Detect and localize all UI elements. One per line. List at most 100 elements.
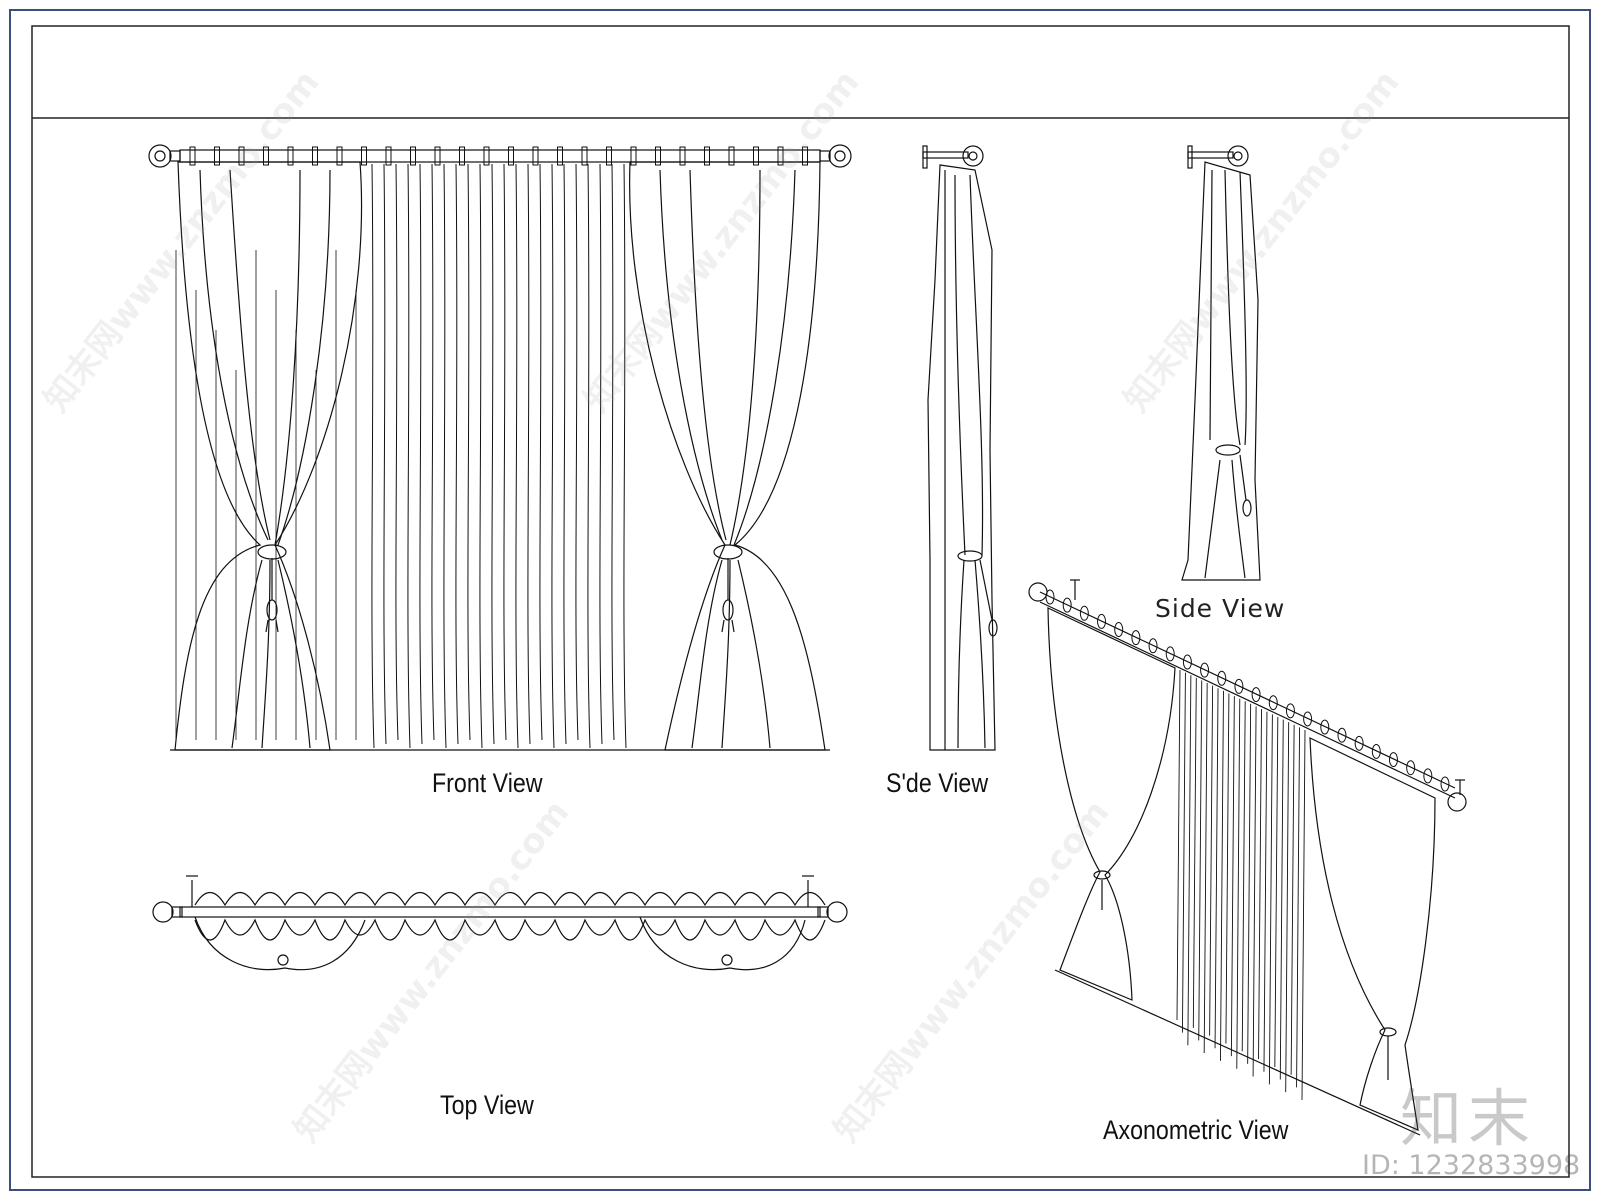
fold-line <box>1247 703 1252 1064</box>
rod-ring <box>336 146 343 166</box>
fold-line <box>1258 709 1262 1060</box>
fold-line <box>1220 690 1224 1061</box>
fold-line <box>1181 672 1186 1033</box>
rod-ring <box>1182 654 1192 670</box>
rod-ring <box>1251 687 1261 703</box>
axo-right-drape <box>1309 737 1436 1131</box>
front-view-label: Front View <box>432 768 543 798</box>
sheer-fold <box>551 163 555 749</box>
front-view-drawing <box>148 144 852 751</box>
axonometric-view-drawing <box>1028 579 1467 1136</box>
fold-line <box>1274 716 1279 1067</box>
front-left-tieback <box>257 544 287 633</box>
sheer-fold <box>539 163 543 741</box>
sheer-fold <box>407 163 411 749</box>
side-view-left-label: S'de View <box>886 768 989 798</box>
sheer-fold <box>479 163 483 749</box>
fold-line <box>1263 711 1268 1072</box>
axonometric-view-label: Axonometric View <box>1103 1115 1289 1145</box>
rod-ring <box>1354 735 1364 751</box>
rod-ring <box>1217 670 1227 686</box>
rod-ring <box>1131 630 1141 646</box>
rod-ring <box>1285 703 1295 719</box>
rod-ring <box>1320 719 1330 735</box>
fold-line <box>1279 719 1284 1080</box>
rod-ring <box>1114 622 1124 638</box>
rod-ring <box>238 146 245 166</box>
fold-line <box>1236 698 1241 1069</box>
front-sheer-folds <box>175 163 627 749</box>
sheer-fold <box>599 163 603 745</box>
rod-ring <box>1200 662 1210 678</box>
fold-line <box>1176 669 1181 1021</box>
fold-line <box>1268 714 1273 1085</box>
sheer-fold <box>623 163 627 749</box>
rod-ring <box>1097 613 1107 629</box>
sheer-fold <box>515 163 519 749</box>
rod-ring <box>410 146 416 166</box>
rod-ring <box>1234 678 1244 694</box>
side-view-left-drawing <box>922 145 998 751</box>
rod-ring <box>1337 727 1347 743</box>
fold-line <box>1296 727 1301 1088</box>
sheer-fold <box>371 163 375 749</box>
fold-line <box>1192 677 1197 1028</box>
top-right-finial <box>817 901 848 923</box>
sheer-fold <box>563 163 567 745</box>
rod-ring <box>459 146 465 166</box>
rod-ring <box>753 146 759 166</box>
sheer-fold <box>395 163 399 741</box>
fold-line <box>1203 683 1208 1054</box>
fold-line <box>1225 693 1230 1044</box>
fold-line <box>1285 722 1290 1093</box>
watermark-logo: 知末 <box>1400 1082 1537 1155</box>
top-view-drawing <box>152 875 848 971</box>
fold-line <box>1230 696 1235 1057</box>
rod-ring <box>1440 776 1450 792</box>
rod-ring <box>777 146 784 166</box>
fold-line <box>1214 688 1219 1049</box>
top-view-label: Top View <box>440 1090 534 1120</box>
sheer-fold <box>431 163 435 741</box>
sheer-fold <box>611 163 615 741</box>
sheer-fold <box>575 163 579 741</box>
rod-ring <box>1045 589 1055 605</box>
top-left-finial <box>152 901 183 923</box>
rod-ring <box>1371 743 1381 759</box>
axonometric-rod-rings <box>1045 589 1450 792</box>
fold-line <box>1187 675 1192 1046</box>
sheer-fold <box>383 163 387 745</box>
sheer-fold <box>587 163 591 749</box>
rod-ring <box>630 146 637 166</box>
front-left-finial <box>148 144 181 168</box>
rod-ring <box>1423 768 1433 784</box>
rod-ring <box>581 146 588 166</box>
rod-ring <box>1148 638 1158 654</box>
rod-ring <box>434 146 441 166</box>
front-rod-rings <box>189 146 808 166</box>
sheer-fold <box>491 163 495 745</box>
front-left-drape <box>174 161 363 751</box>
rod-ring <box>508 146 514 166</box>
sheer-fold <box>443 163 447 749</box>
sheer-fold <box>455 163 459 745</box>
fold-line <box>1241 701 1246 1052</box>
fold-line <box>1290 724 1295 1075</box>
rod-ring <box>1268 695 1278 711</box>
watermark-id: ID: 1232833998 <box>1362 1150 1581 1181</box>
outer-border <box>9 9 1591 1191</box>
rod-ring <box>704 146 710 166</box>
rod-ring <box>802 146 808 166</box>
fold-line <box>1209 685 1214 1036</box>
rod-ring <box>287 146 294 166</box>
sheer-fold <box>527 163 531 745</box>
rod-ring <box>1062 597 1072 613</box>
rod-ring <box>1079 605 1089 621</box>
fold-line <box>1252 706 1257 1077</box>
axonometric-folds <box>1176 669 1306 1101</box>
fold-line <box>1198 680 1203 1041</box>
rod-ring <box>1388 752 1398 768</box>
rod-ring <box>263 146 269 166</box>
sheer-fold <box>419 163 423 745</box>
rod-ring <box>1406 760 1416 776</box>
